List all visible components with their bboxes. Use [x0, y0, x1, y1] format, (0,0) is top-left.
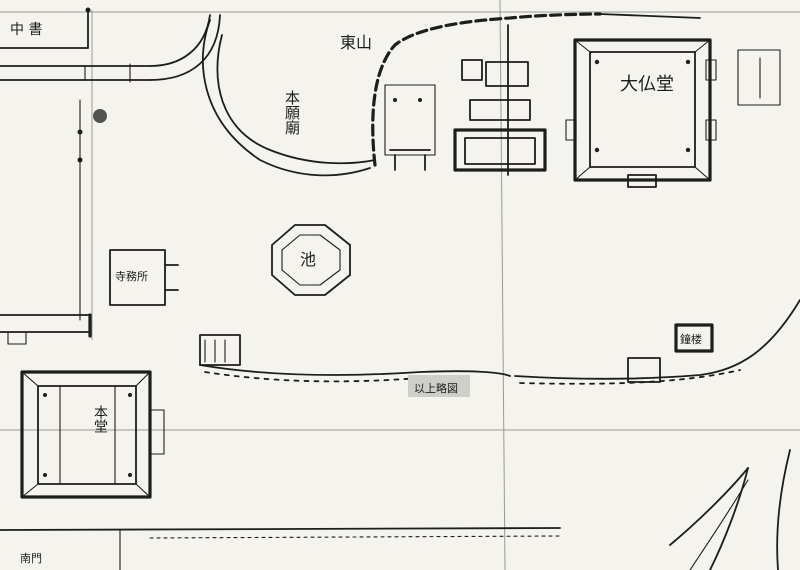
small-label-top-left: 中 書 [10, 22, 42, 38]
mid-left-wall [0, 313, 241, 366]
signboard: 以上略図 [408, 375, 470, 397]
tower-label: 鐘楼 [680, 332, 702, 346]
south-boundary-wall [199, 299, 800, 385]
pond-pavilion-label: 池 [300, 250, 316, 269]
east-mountain-label: 東山 [340, 33, 372, 52]
bottom-road [0, 527, 561, 570]
post-row-left [77, 99, 107, 321]
octagon-pavilion [271, 224, 351, 296]
south-gate-label: 南門 [20, 552, 42, 565]
roofed-corridor [0, 63, 151, 83]
bottom-right-lines [669, 449, 791, 570]
east-mountain-ridge [371, 12, 701, 167]
left-pavilion-label: 寺務所 [115, 269, 148, 283]
signboard-text: 以上略図 [414, 381, 458, 395]
central-buildings [453, 24, 547, 176]
curved-path [149, 14, 376, 177]
south-hall [20, 370, 165, 499]
small-shrine [384, 84, 436, 171]
tower [627, 323, 714, 383]
daibutsu-hall-label: 大仏堂 [620, 74, 674, 95]
top-left-compound: 中 書 [0, 7, 91, 49]
left-pavilion: 寺務所 [109, 249, 179, 306]
south-hall-label: 本堂 [92, 405, 108, 433]
right-note-box [737, 49, 781, 106]
hongan-hall-label: 本願廟 [283, 90, 301, 136]
daibutsu-hall [565, 38, 717, 188]
